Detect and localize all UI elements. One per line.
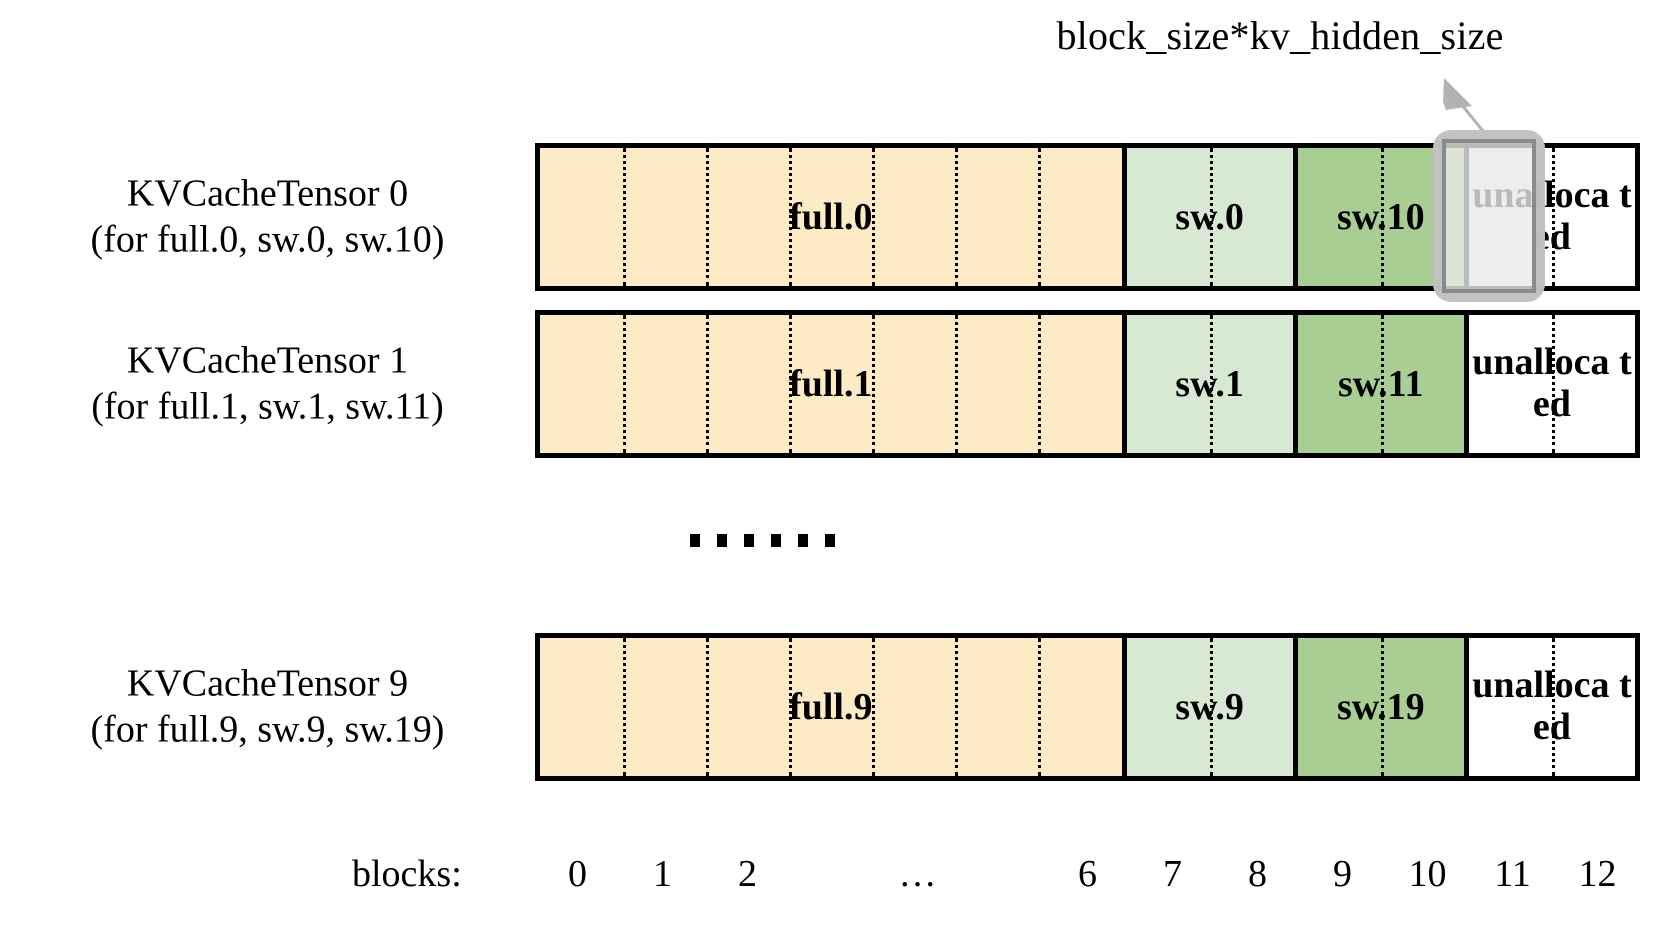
block-divider [872,638,876,776]
axis-tick: 7 [1163,853,1182,895]
segment-label: full.1 [789,362,873,405]
block-divider [1038,638,1042,776]
rows-omitted-ellipsis [690,534,835,547]
axis-tick: … [898,853,937,895]
segment-label: full.9 [789,685,873,728]
tensor-name: KVCacheTensor 1 [126,339,409,382]
tensor-layers: (for full.0, sw.0, sw.10) [90,219,445,261]
tensor-row-label: KVCacheTensor 1(for full.1, sw.1, sw.11) [20,338,515,431]
tensor-segment[interactable]: sw.19 [1297,638,1469,776]
tensor-segment[interactable]: sw.1 [1126,315,1298,453]
block-divider [623,638,627,776]
segment-label: sw.10 [1336,195,1425,238]
block-divider [706,638,710,776]
block-divider [1551,315,1555,453]
block-divider [1209,315,1213,453]
axis-tick: 6 [1078,853,1097,895]
block-divider [1209,148,1213,286]
ellipsis-dot [771,534,781,547]
annotation-label: block_size*kv_hidden_size [1056,13,1504,58]
tensor-segment[interactable]: unalloca ted [1468,638,1635,776]
axis-tick: 11 [1494,853,1531,895]
block-divider [1551,638,1555,776]
axis-tick: 2 [738,853,757,895]
block-divider [706,315,710,453]
ellipsis-dot [825,534,835,547]
axis-tick: 1 [653,853,672,895]
block-divider [623,148,627,286]
ellipsis-dot [798,534,808,547]
segment-label: unalloca ted [1472,341,1632,425]
block-divider [872,315,876,453]
tensor-name: KVCacheTensor 9 [126,662,409,705]
axis-tick: 8 [1248,853,1267,895]
block-divider [955,315,959,453]
tensor-row: KVCacheTensor 1(for full.1, sw.1, sw.11)… [0,310,1676,458]
block-highlight-inner-frame [1442,139,1536,293]
segment-label: sw.11 [1337,362,1424,405]
block-divider [789,315,793,453]
block-divider [1038,315,1042,453]
kv-cache-tensor-bar: full.9 sw.9 sw.19 unalloca ted [535,633,1640,781]
tensor-segment[interactable]: full.1 [540,315,1127,453]
tensor-segment[interactable]: unalloca ted [1468,315,1635,453]
axis-tick: 12 [1578,853,1617,895]
ellipsis-dot [744,534,754,547]
axis-caption: blocks: [352,853,462,895]
tensor-layers: (for full.1, sw.1, sw.11) [91,386,444,428]
block-divider [623,315,627,453]
block-divider [1380,638,1384,776]
ellipsis-dot [690,534,700,547]
block-divider [706,148,710,286]
segment-label: sw.0 [1175,195,1244,238]
tensor-name: KVCacheTensor 0 [126,172,409,215]
segment-label: full.0 [789,195,873,238]
block-divider [1551,148,1555,286]
tensor-segment[interactable]: full.0 [540,148,1127,286]
block-divider [789,148,793,286]
block-divider [872,148,876,286]
tensor-row: KVCacheTensor 0(for full.0, sw.0, sw.10)… [0,143,1676,291]
tensor-segment[interactable]: sw.11 [1297,315,1469,453]
segment-label: unalloca ted [1472,664,1632,748]
tensor-segment[interactable]: sw.0 [1126,148,1298,286]
tensor-segment[interactable]: sw.9 [1126,638,1298,776]
kv-cache-tensor-bar: full.1 sw.1 sw.11 unalloca ted [535,310,1640,458]
block-divider [955,638,959,776]
segment-label: sw.9 [1175,685,1244,728]
block-divider [1380,148,1384,286]
block-divider [789,638,793,776]
ellipsis-dot [717,534,727,547]
block-divider [1380,315,1384,453]
segment-label: sw.1 [1175,362,1244,405]
axis-tick: 9 [1333,853,1352,895]
tensor-segment[interactable]: full.9 [540,638,1127,776]
tensor-row-label: KVCacheTensor 9(for full.9, sw.9, sw.19) [20,661,515,754]
block-divider [1038,148,1042,286]
tensor-row: KVCacheTensor 9(for full.9, sw.9, sw.19)… [0,633,1676,781]
block-divider [955,148,959,286]
segment-label: sw.19 [1336,685,1425,728]
tensor-layers: (for full.9, sw.9, sw.19) [90,709,445,751]
block-divider [1209,638,1213,776]
axis-tick: 0 [568,853,587,895]
axis-tick: 10 [1408,853,1447,895]
tensor-row-label: KVCacheTensor 0(for full.0, sw.0, sw.10) [20,171,515,264]
